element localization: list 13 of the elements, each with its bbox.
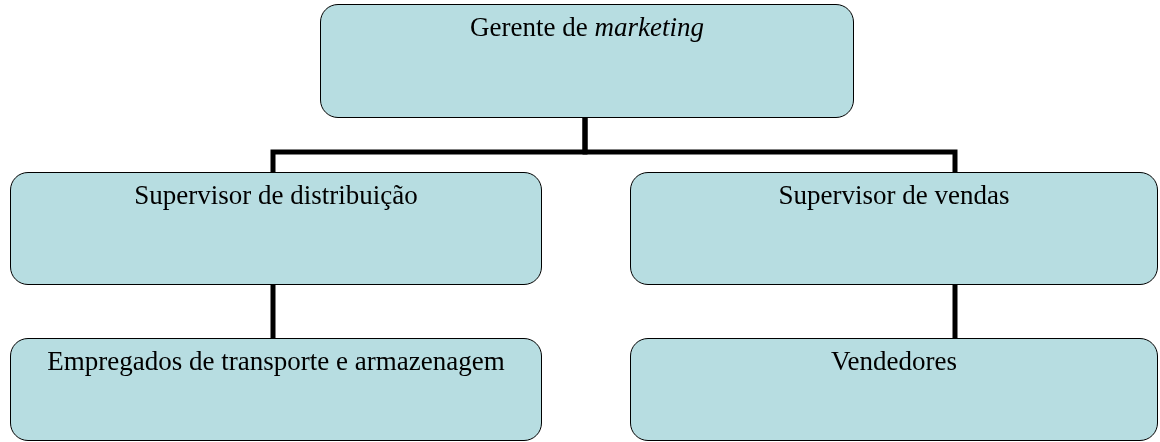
org-chart-box [10, 172, 542, 285]
role-title: Supervisor de vendas [778, 179, 1010, 212]
org-chart-box [10, 338, 542, 441]
role-title: Supervisor de distribuição [134, 179, 418, 212]
org-chart-box [320, 4, 854, 118]
org-chart-box [630, 338, 1158, 441]
connector-line [270, 285, 276, 338]
connector-line [952, 285, 958, 338]
role-title: Gerente de marketing [470, 11, 704, 44]
connector-line [582, 118, 958, 172]
role-title: Empregados de transporte e armazenagem [47, 345, 505, 378]
role-title: Vendedores [831, 345, 957, 378]
org-chart-box [630, 172, 1158, 285]
